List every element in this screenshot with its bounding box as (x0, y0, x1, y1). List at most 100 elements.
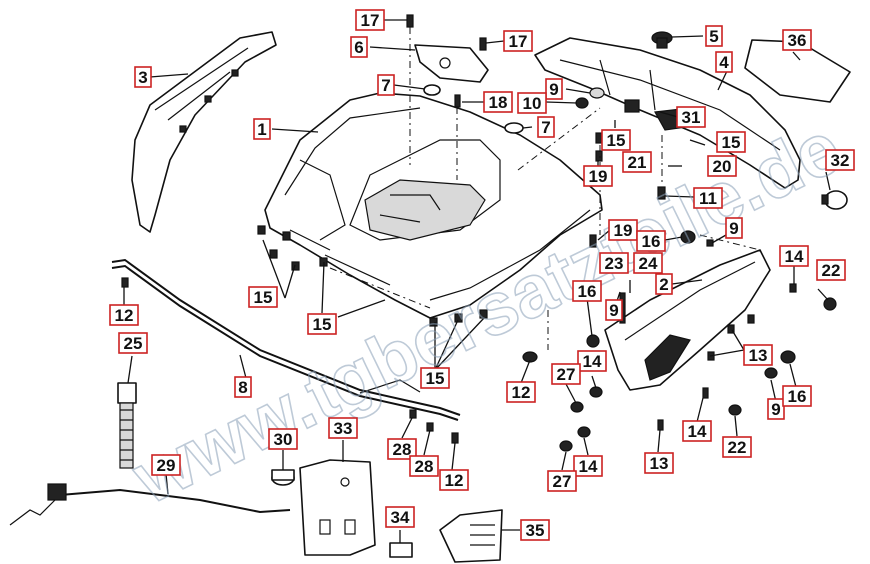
callout-box (767, 398, 785, 420)
callout-number: 9 (609, 301, 618, 320)
callout-15: 15 (716, 131, 746, 153)
callout-number: 21 (628, 153, 647, 172)
callout-4: 4 (715, 51, 733, 73)
callout-34: 34 (385, 506, 415, 528)
callout-number: 13 (650, 454, 669, 473)
callout-number: 28 (415, 457, 434, 476)
part-34-label (389, 542, 413, 558)
callout-12: 12 (109, 304, 139, 326)
callout-number: 14 (583, 352, 602, 371)
callout-16: 16 (636, 230, 666, 252)
callout-number: 18 (489, 93, 508, 112)
callout-box (377, 74, 395, 96)
callout-box (253, 118, 271, 140)
callout-14: 14 (573, 455, 603, 477)
callout-number: 9 (771, 400, 780, 419)
callout-number: 17 (361, 11, 380, 30)
callout-number: 30 (274, 430, 293, 449)
part-2-right-side-panel (604, 249, 771, 391)
callout-27: 27 (547, 470, 577, 492)
callout-number: 5 (709, 27, 718, 46)
callout-box (676, 106, 706, 128)
callout-box (109, 304, 139, 326)
callout-14: 14 (779, 245, 809, 267)
callout-number: 12 (445, 471, 464, 490)
callout-12: 12 (506, 381, 536, 403)
callout-36: 36 (782, 29, 812, 51)
callout-23: 23 (599, 252, 629, 274)
callout-29: 29 (151, 454, 181, 476)
part-29-cable (9, 483, 291, 526)
callout-box (707, 155, 737, 177)
callout-number: 9 (549, 80, 558, 99)
callout-7: 7 (537, 116, 555, 138)
callout-box (599, 252, 629, 274)
callout-28: 28 (409, 455, 439, 477)
callout-3: 3 (134, 66, 152, 88)
callout-box (573, 455, 603, 477)
callout-box (722, 436, 752, 458)
callout-28: 28 (387, 438, 417, 460)
callout-number: 25 (124, 334, 143, 353)
callout-box (350, 36, 368, 58)
leader-lines (123, 19, 831, 543)
callout-box (248, 286, 278, 308)
callout-16: 16 (782, 385, 812, 407)
part-32-cap (821, 190, 848, 210)
callout-number: 35 (526, 521, 545, 540)
callout-15: 15 (307, 313, 337, 335)
callout-box (268, 428, 298, 450)
callout-box (608, 219, 638, 241)
callout-box (506, 381, 536, 403)
callout-10: 10 (517, 92, 547, 114)
callout-number: 34 (391, 508, 410, 527)
callout-number: 15 (254, 288, 273, 307)
callout-number: 24 (639, 254, 658, 273)
callout-box (118, 332, 148, 354)
callout-15: 15 (601, 129, 631, 151)
callout-number: 16 (578, 282, 597, 301)
callout-number: 14 (785, 247, 804, 266)
callout-12: 12 (439, 469, 469, 491)
callout-17: 17 (355, 9, 385, 31)
callout-box (547, 470, 577, 492)
callout-number: 23 (605, 254, 624, 273)
callout-9: 9 (605, 299, 623, 321)
callout-18: 18 (483, 91, 513, 113)
callout-box (307, 313, 337, 335)
callout-number: 29 (157, 456, 176, 475)
callout-box (644, 452, 674, 474)
callout-number: 32 (831, 151, 850, 170)
callout-number: 12 (512, 383, 531, 402)
callout-number: 19 (589, 167, 608, 186)
callout-number: 9 (729, 219, 738, 238)
callout-number: 17 (509, 32, 528, 51)
fastener-set (121, 14, 837, 452)
callout-box (355, 9, 385, 31)
callout-box (693, 187, 723, 209)
callout-32: 32 (825, 149, 855, 171)
callout-box (779, 245, 809, 267)
callout-number: 10 (523, 94, 542, 113)
callout-21: 21 (622, 151, 652, 173)
callout-17: 17 (503, 30, 533, 52)
callout-14: 14 (682, 420, 712, 442)
callout-box (825, 149, 855, 171)
callout-number: 27 (557, 365, 576, 384)
part-3-left-side-panel (131, 31, 277, 233)
callout-box (622, 151, 652, 173)
callout-box (134, 66, 152, 88)
callout-box (601, 129, 631, 151)
callout-25: 25 (118, 332, 148, 354)
callout-box (234, 376, 252, 398)
callout-box (517, 92, 547, 114)
callout-box (151, 454, 181, 476)
callout-number: 14 (688, 422, 707, 441)
callout-33: 33 (328, 417, 358, 439)
callout-box (520, 519, 550, 541)
callout-number: 28 (393, 440, 412, 459)
callout-box (572, 280, 602, 302)
callout-20: 20 (707, 155, 737, 177)
